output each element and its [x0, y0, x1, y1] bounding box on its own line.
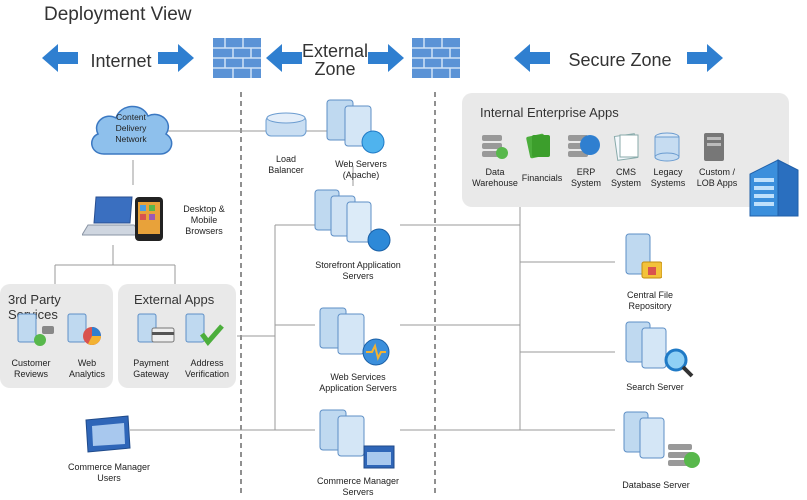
legacy-systems-label: Legacy Systems	[650, 167, 686, 188]
arrow-left-icon	[266, 44, 302, 72]
reviews-icon	[17, 313, 54, 346]
zone-internet: Internet	[90, 51, 152, 71]
arrow-left-icon	[514, 44, 550, 72]
web-services-label: Web Services Application Servers	[319, 372, 397, 393]
payment-gateway-icon	[137, 313, 175, 343]
web-servers-label: Web Servers (Apache)	[335, 159, 387, 180]
cms-system-icon	[613, 133, 639, 161]
third-party-services-panel: 3rd Party Services Customer Reviews Web …	[0, 284, 113, 388]
file-repository-icon	[625, 233, 662, 279]
page-title: Deployment View	[44, 4, 192, 25]
mobile-phone-icon	[135, 197, 163, 241]
building-icon	[749, 159, 799, 217]
firewall-icon	[213, 38, 261, 78]
server-icon	[319, 409, 395, 469]
data-warehouse-label: Data Warehouse	[472, 167, 518, 188]
internal-enterprise-apps-panel: Internal Enterprise Apps Data Warehouse …	[462, 93, 789, 207]
monitor-icon	[85, 415, 131, 453]
arrow-left-icon	[42, 44, 78, 72]
custom-apps-icon	[704, 133, 724, 161]
panel-title: Internal Enterprise Apps	[480, 105, 619, 120]
firewall-icon	[412, 38, 460, 78]
browsers-label: Desktop & Mobile Browsers	[183, 204, 225, 236]
cloud-icon	[91, 105, 173, 155]
commerce-manager-users-label: Commerce Manager Users	[67, 462, 151, 483]
payment-gateway-label: Payment Gateway	[133, 358, 169, 379]
custom-lob-apps-label: Custom / LOB Apps	[696, 167, 738, 188]
zone-secure: Secure Zone	[568, 50, 672, 70]
data-warehouse-icon	[482, 135, 508, 159]
address-verification-label: Address Verification	[184, 358, 230, 379]
database-server-label: Database Server	[622, 480, 690, 490]
financials-icon	[526, 133, 550, 159]
server-icon	[326, 99, 385, 154]
checkmark-icon	[185, 313, 224, 346]
financials-label: Financials	[521, 173, 563, 183]
laptop-icon	[82, 196, 144, 236]
arrow-right-icon	[368, 44, 404, 72]
erp-system-label: ERP System	[570, 167, 601, 188]
panel-title: External Apps	[134, 292, 215, 307]
erp-system-icon	[568, 135, 600, 157]
arrow-right-icon	[158, 44, 194, 72]
customer-reviews-label: Customer Reviews	[11, 358, 51, 379]
load-balancer-label: Load Balancer	[268, 154, 304, 175]
storefront-label: Storefront Application Servers	[315, 260, 401, 281]
analytics-icon	[67, 313, 101, 345]
commerce-manager-servers-label: Commerce Manager Servers	[316, 476, 400, 497]
cdn-label: Content Delivery Network	[115, 112, 147, 144]
search-server-icon	[625, 321, 694, 378]
web-analytics-label: Web Analytics	[68, 358, 105, 379]
search-server-label: Search Server	[626, 382, 684, 392]
central-file-repository-label: Central File Repository	[626, 290, 673, 311]
zone-external: External Zone	[301, 41, 369, 79]
database-server-icon	[623, 411, 700, 468]
server-icon	[314, 189, 391, 252]
server-icon	[319, 307, 390, 366]
legacy-systems-icon	[654, 132, 680, 162]
external-apps-panel: External Apps Payment Gateway Address Ve…	[118, 284, 236, 388]
load-balancer-icon	[265, 112, 307, 137]
cms-system-label: CMS System	[610, 167, 641, 188]
arrow-right-icon	[687, 44, 723, 72]
